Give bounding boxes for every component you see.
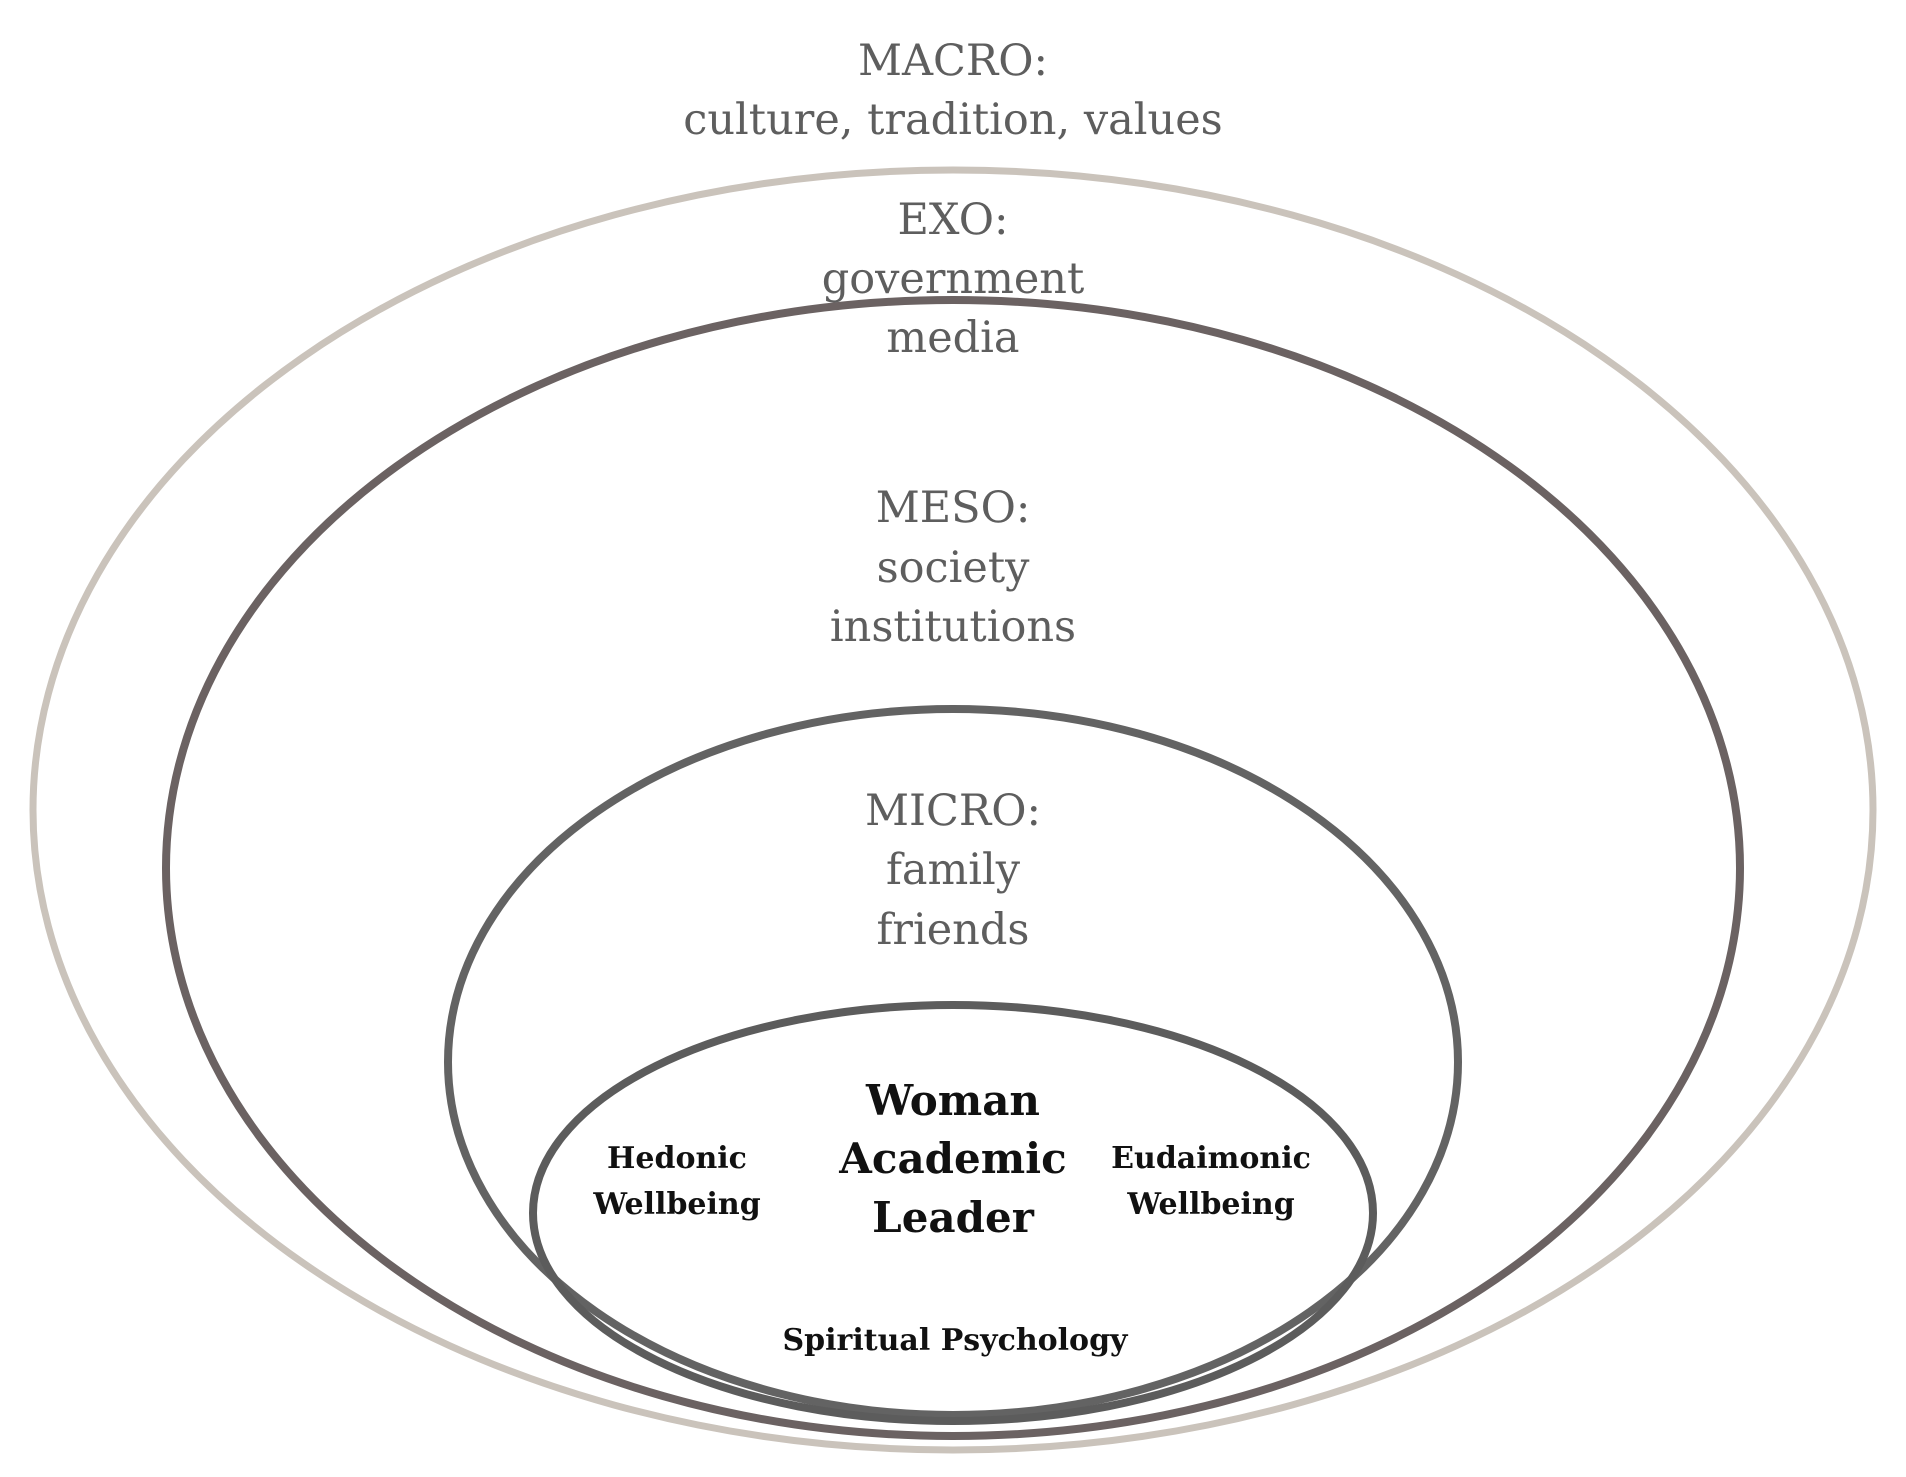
- micro-item: friends: [877, 905, 1030, 955]
- macro-heading: MACRO:: [858, 36, 1048, 86]
- core-ring: [529, 1001, 1377, 1425]
- core-title-line: Leader: [872, 1193, 1035, 1242]
- macro-item: culture, tradition, values: [683, 95, 1222, 145]
- meso-item: society: [877, 543, 1031, 593]
- micro-heading: MICRO:: [865, 786, 1041, 836]
- meso-ring: [162, 296, 1744, 1440]
- hedonic-wellbeing-line: Hedonic: [607, 1141, 747, 1176]
- eudaimonic-wellbeing-line: Eudaimonic: [1111, 1141, 1311, 1176]
- spiritual-psychology-label: Spiritual Psychology: [783, 1323, 1130, 1358]
- core-title-line: Woman: [865, 1076, 1040, 1125]
- meso-heading: MESO:: [876, 483, 1031, 533]
- core-title-line: Academic: [838, 1134, 1066, 1183]
- hedonic-wellbeing-line: Wellbeing: [592, 1187, 760, 1222]
- micro-ring: [444, 705, 1462, 1419]
- exo-item: government: [822, 254, 1085, 304]
- exo-ring: [29, 166, 1877, 1454]
- exo-item: media: [886, 313, 1019, 363]
- micro-item: family: [886, 845, 1021, 895]
- eudaimonic-wellbeing-line: Wellbeing: [1126, 1187, 1294, 1222]
- meso-item: institutions: [830, 602, 1076, 652]
- exo-heading: EXO:: [898, 195, 1009, 245]
